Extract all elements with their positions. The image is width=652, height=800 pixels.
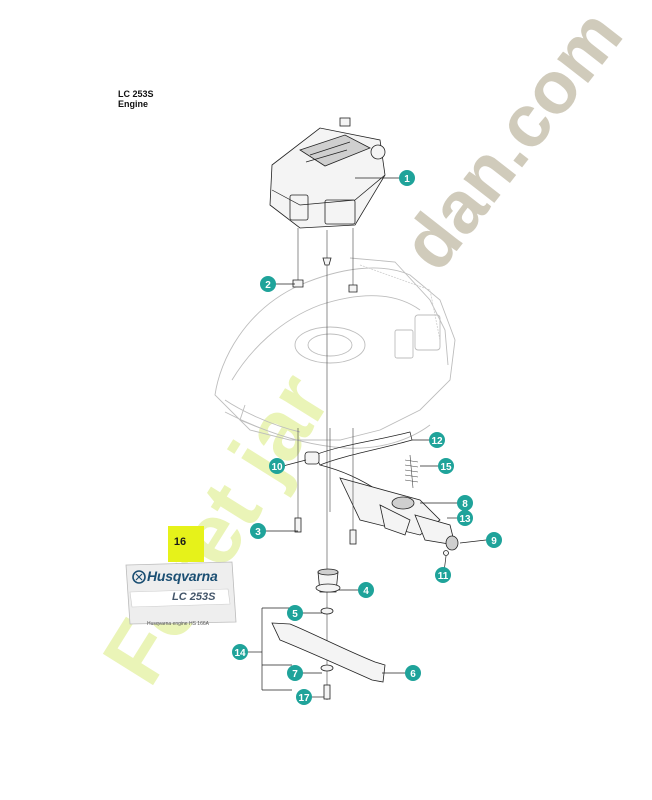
decal-number: 16 bbox=[173, 536, 187, 548]
svg-text:5: 5 bbox=[292, 609, 298, 620]
svg-text:15: 15 bbox=[440, 462, 452, 473]
svg-text:7: 7 bbox=[292, 669, 298, 680]
svg-text:3: 3 bbox=[255, 527, 261, 538]
callout-6: 6 bbox=[405, 665, 421, 681]
callout-7: 7 bbox=[287, 665, 303, 681]
svg-text:2: 2 bbox=[265, 280, 271, 291]
blade-adapter bbox=[315, 568, 341, 593]
page-title: LC 253S bbox=[118, 89, 154, 99]
callout-2: 2 bbox=[260, 276, 276, 292]
mower-deck-outline bbox=[214, 257, 456, 449]
svg-text:6: 6 bbox=[410, 669, 416, 680]
blade-bolt bbox=[323, 684, 331, 700]
svg-text:1: 1 bbox=[404, 174, 410, 185]
washer-upper bbox=[320, 607, 334, 615]
callout-17: 17 bbox=[296, 689, 312, 705]
callout-12: 12 bbox=[429, 432, 445, 448]
callout-9: 9 bbox=[486, 532, 502, 548]
washer-lower bbox=[320, 664, 334, 672]
callout-13: 13 bbox=[457, 510, 473, 526]
callout-14: 14 bbox=[232, 644, 248, 660]
callout-8: 8 bbox=[457, 495, 473, 511]
blade bbox=[271, 622, 386, 683]
page-subtitle: Engine bbox=[118, 99, 149, 109]
svg-text:9: 9 bbox=[491, 536, 497, 547]
engine-bolts bbox=[292, 228, 358, 293]
callout-11: 11 bbox=[435, 567, 451, 583]
svg-text:10: 10 bbox=[271, 462, 283, 473]
svg-text:12: 12 bbox=[431, 436, 443, 447]
callout-4: 4 bbox=[358, 582, 374, 598]
callout-5: 5 bbox=[287, 605, 303, 621]
transmission bbox=[304, 431, 459, 556]
decal-panel bbox=[125, 561, 237, 625]
watermark-gray: dan.com bbox=[385, 0, 638, 285]
decal-model: LC 253S bbox=[172, 591, 216, 603]
svg-text:17: 17 bbox=[298, 693, 310, 704]
svg-text:4: 4 bbox=[363, 586, 369, 597]
svg-text:11: 11 bbox=[438, 571, 449, 582]
svg-text:8: 8 bbox=[462, 499, 468, 510]
decal-brand: Husqvarna bbox=[147, 568, 218, 584]
decal-highlight bbox=[168, 526, 204, 562]
callout-1: 1 bbox=[399, 170, 415, 186]
callout-3: 3 bbox=[250, 523, 266, 539]
deck-bolts bbox=[294, 428, 357, 545]
bracket-14 bbox=[248, 607, 292, 691]
engine bbox=[269, 117, 386, 229]
callout-10: 10 bbox=[269, 458, 285, 474]
callout-15: 15 bbox=[438, 458, 454, 474]
svg-text:13: 13 bbox=[459, 514, 471, 525]
svg-text:14: 14 bbox=[234, 648, 246, 659]
decal-engine-text: Husqvarna engine HS 166A bbox=[147, 621, 209, 627]
